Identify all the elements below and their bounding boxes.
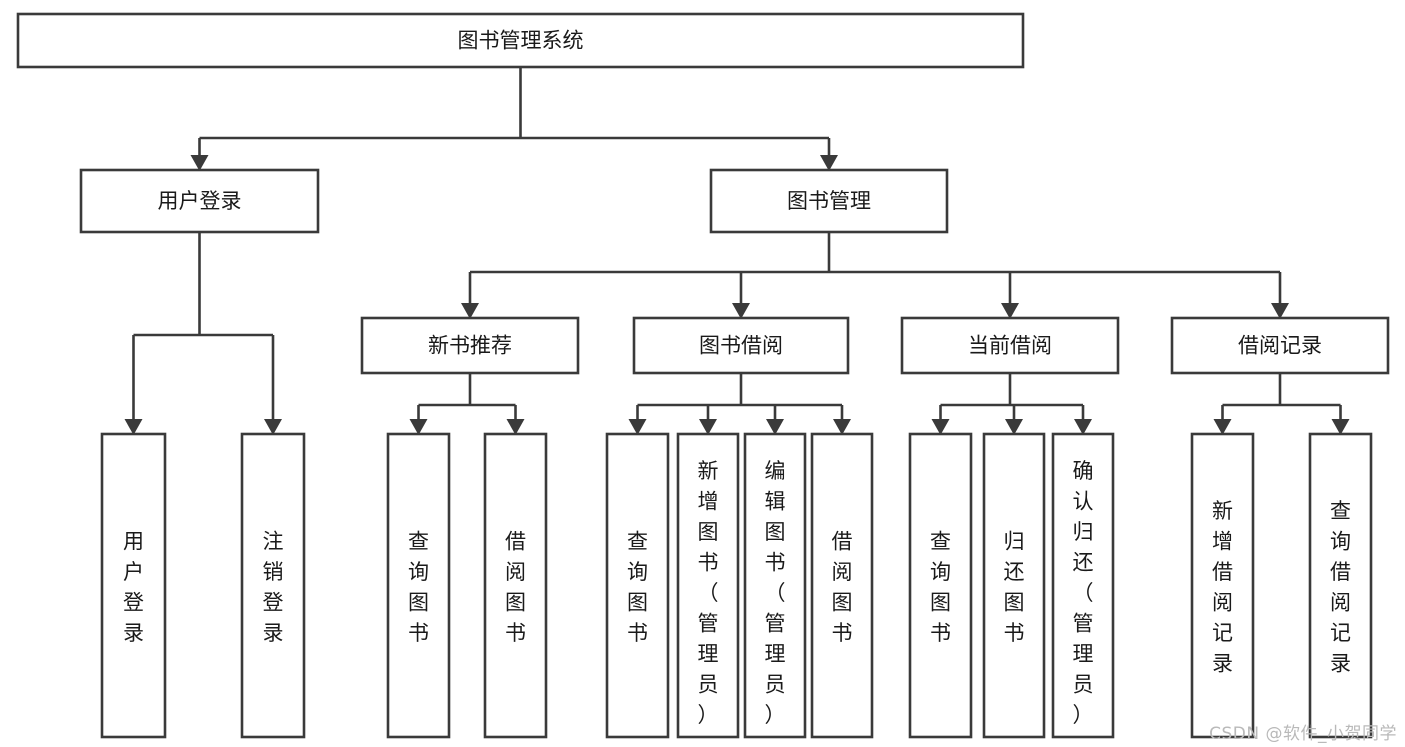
node-leaf-user-logout[interactable]: 注销登录 bbox=[240, 432, 306, 739]
node-leaf-confirm-return-label: 确认归还（管理员） bbox=[1073, 459, 1094, 727]
node-leaf-add-record-box bbox=[1190, 432, 1255, 739]
node-leaf-query-record-box bbox=[1308, 432, 1373, 739]
node-root-box bbox=[16, 12, 1025, 69]
node-leaf-edit-book-label: 编辑图书（管理员） bbox=[765, 459, 786, 727]
arrow-icon-book-borrow-0 bbox=[628, 419, 647, 435]
arrow-icon-current-borrow-0 bbox=[931, 419, 950, 435]
arrow-icon-root-0 bbox=[190, 155, 209, 171]
arrow-icon-current-borrow-1 bbox=[1005, 419, 1023, 435]
arrow-icon-book-borrow-3 bbox=[833, 419, 851, 435]
node-leaf-user-login-label: 用户登录 bbox=[123, 529, 144, 645]
node-leaf-return-book[interactable]: 归还图书 bbox=[982, 432, 1046, 739]
node-leaf-query-book-2[interactable]: 查询图书 bbox=[605, 432, 670, 739]
node-leaf-borrow-book-1-label: 借阅图书 bbox=[505, 529, 526, 645]
node-user-login-box bbox=[79, 168, 320, 234]
node-current-borrow-label: 当前借阅 bbox=[968, 334, 1052, 358]
node-new-book-recommend-label: 新书推荐 bbox=[428, 334, 512, 358]
node-leaf-borrow-book-2-label: 借阅图书 bbox=[832, 529, 853, 645]
node-leaf-query-book-1[interactable]: 查询图书 bbox=[386, 432, 451, 739]
node-leaf-user-logout-label: 注销登录 bbox=[263, 529, 284, 645]
arrow-icon-current-borrow-2 bbox=[1074, 419, 1092, 435]
node-root[interactable]: 图书管理系统 bbox=[16, 12, 1025, 69]
node-user-login[interactable]: 用户登录 bbox=[79, 168, 320, 234]
node-user-login-label: 用户登录 bbox=[158, 189, 242, 213]
node-current-borrow-box bbox=[900, 316, 1120, 375]
node-book-borrow-box bbox=[632, 316, 850, 375]
node-borrow-record-box bbox=[1170, 316, 1390, 375]
node-leaf-query-book-3[interactable]: 查询图书 bbox=[908, 432, 973, 739]
arrow-icon-new-book-recommend-0 bbox=[409, 419, 428, 435]
node-new-book-recommend[interactable]: 新书推荐 bbox=[360, 316, 580, 375]
node-leaf-query-book-2-box bbox=[605, 432, 670, 739]
node-leaf-borrow-book-2-box bbox=[810, 432, 874, 739]
node-new-book-recommend-box bbox=[360, 316, 580, 375]
node-leaf-query-book-3-box bbox=[908, 432, 973, 739]
node-leaf-query-book-3-label: 查询图书 bbox=[930, 529, 951, 645]
node-book-management-label: 图书管理 bbox=[787, 189, 871, 213]
node-leaf-query-book-1-label: 查询图书 bbox=[408, 529, 429, 645]
node-leaf-edit-book[interactable]: 编辑图书（管理员） bbox=[743, 432, 807, 739]
node-leaf-add-book-box bbox=[676, 432, 740, 739]
arrow-icon-book-management-0 bbox=[461, 303, 479, 319]
connectors-layer bbox=[124, 67, 1350, 435]
node-leaf-edit-book-box bbox=[743, 432, 807, 739]
arrow-icon-borrow-record-0 bbox=[1213, 419, 1232, 435]
node-leaf-add-record[interactable]: 新增借阅记录 bbox=[1190, 432, 1255, 739]
arrow-icon-user-login-1 bbox=[264, 419, 282, 435]
node-leaf-query-record-label: 查询借阅记录 bbox=[1330, 499, 1351, 676]
node-root-label: 图书管理系统 bbox=[458, 29, 584, 53]
node-leaf-borrow-book-2[interactable]: 借阅图书 bbox=[810, 432, 874, 739]
node-current-borrow[interactable]: 当前借阅 bbox=[900, 316, 1120, 375]
node-leaf-query-record[interactable]: 查询借阅记录 bbox=[1308, 432, 1373, 739]
node-book-borrow[interactable]: 图书借阅 bbox=[632, 316, 850, 375]
node-leaf-user-logout-box bbox=[240, 432, 306, 739]
node-leaf-user-login[interactable]: 用户登录 bbox=[100, 432, 167, 739]
arrow-icon-book-management-1 bbox=[732, 303, 750, 319]
arrow-icon-book-borrow-1 bbox=[699, 419, 717, 435]
node-leaf-confirm-return-box bbox=[1051, 432, 1115, 739]
node-leaf-confirm-return[interactable]: 确认归还（管理员） bbox=[1051, 432, 1115, 739]
arrow-icon-book-management-2 bbox=[1001, 303, 1019, 319]
node-leaf-return-book-label: 归还图书 bbox=[1004, 529, 1025, 645]
arrow-icon-book-management-3 bbox=[1271, 303, 1289, 319]
nodes-layer: 图书管理系统用户登录图书管理新书推荐图书借阅当前借阅借阅记录用户登录注销登录查询… bbox=[16, 12, 1390, 739]
arrow-icon-user-login-0 bbox=[124, 419, 143, 435]
node-leaf-query-book-2-label: 查询图书 bbox=[627, 529, 648, 645]
arrow-icon-borrow-record-1 bbox=[1331, 419, 1350, 435]
node-leaf-borrow-book-1-box bbox=[483, 432, 548, 739]
node-borrow-record-label: 借阅记录 bbox=[1238, 334, 1322, 358]
arrow-icon-new-book-recommend-1 bbox=[506, 419, 525, 435]
node-borrow-record[interactable]: 借阅记录 bbox=[1170, 316, 1390, 375]
node-leaf-borrow-book-1[interactable]: 借阅图书 bbox=[483, 432, 548, 739]
node-book-borrow-label: 图书借阅 bbox=[699, 334, 783, 358]
node-leaf-user-login-box bbox=[100, 432, 167, 739]
node-leaf-add-book-label: 新增图书（管理员） bbox=[698, 459, 719, 727]
node-book-management-box bbox=[709, 168, 949, 234]
node-leaf-add-record-label: 新增借阅记录 bbox=[1212, 499, 1233, 676]
arrow-icon-root-1 bbox=[820, 155, 838, 171]
arrow-icon-book-borrow-2 bbox=[766, 419, 784, 435]
node-leaf-query-book-1-box bbox=[386, 432, 451, 739]
node-book-management[interactable]: 图书管理 bbox=[709, 168, 949, 234]
node-leaf-add-book[interactable]: 新增图书（管理员） bbox=[676, 432, 740, 739]
node-leaf-return-book-box bbox=[982, 432, 1046, 739]
